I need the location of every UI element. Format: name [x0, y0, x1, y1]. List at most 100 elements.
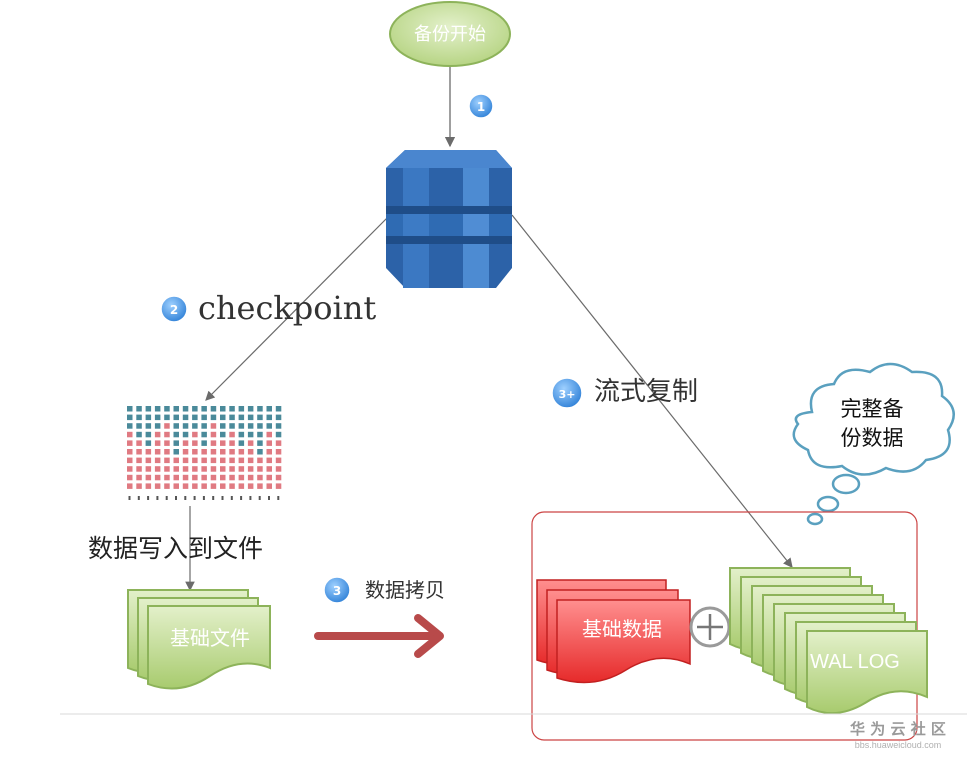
step3-copy-badge-number: 3 [333, 584, 341, 598]
data-grid-cell [145, 466, 152, 472]
data-grid-cell [247, 474, 254, 481]
data-grid-cell [145, 440, 152, 446]
data-grid-cell [136, 406, 142, 412]
stream-replication-label: 流式复制 [594, 377, 698, 407]
data-grid-cell [266, 483, 272, 489]
data-grid-cell [220, 406, 226, 412]
data-grid-cell [247, 406, 254, 412]
data-grid-cell [257, 431, 263, 438]
data-grid-cell [201, 414, 207, 421]
data-grid-cell [145, 423, 152, 429]
data-grid-cell [145, 449, 152, 455]
wal-log-label: WAL LOG [810, 651, 900, 673]
data-grid-cell [182, 457, 189, 464]
step3-stream-badge: 3+ [551, 377, 583, 409]
data-grid-cell [154, 457, 161, 464]
data-grid-cell [201, 431, 207, 438]
data-grid-cell [210, 466, 217, 472]
data-grid-cell [182, 449, 189, 455]
data-grid-graphic [127, 406, 282, 500]
data-grid-tick [249, 496, 252, 500]
data-grid-cell [220, 449, 226, 455]
step3-stream-badge-number: 3+ [559, 388, 576, 401]
data-grid-cell [266, 449, 272, 455]
data-grid-cell [192, 449, 198, 455]
data-grid-cell [182, 440, 189, 446]
wal-log-stack: WAL LOG [729, 567, 928, 714]
step1-badge: 1 [468, 93, 494, 119]
data-grid-cell [257, 440, 263, 446]
data-grid-cell [275, 449, 282, 455]
data-grid-cell [192, 457, 198, 464]
data-grid-tick [193, 496, 196, 500]
data-grid-cell [247, 423, 254, 429]
data-grid-cell [127, 414, 133, 421]
data-grid-cell [154, 440, 161, 446]
data-grid-tick [221, 496, 224, 500]
data-grid-cell [238, 431, 245, 438]
data-grid-cell [127, 423, 133, 429]
data-grid-cell [192, 406, 198, 412]
data-grid-cell [210, 449, 217, 455]
data-grid-tick [212, 496, 215, 500]
data-grid-cell [173, 423, 179, 429]
data-grid-cell [229, 474, 235, 481]
data-grid-cell [220, 414, 226, 421]
data-grid-tick [268, 496, 270, 500]
data-grid-cell [210, 414, 217, 421]
data-grid-cell [182, 483, 189, 489]
data-grid-cell [154, 474, 161, 481]
data-grid-cell [275, 440, 282, 446]
data-grid-cell [210, 474, 217, 481]
data-grid-cell [154, 406, 161, 412]
data-grid-cell [238, 483, 245, 489]
data-grid-cell [247, 466, 254, 472]
data-grid-cell [275, 423, 282, 429]
data-grid-cell [275, 466, 282, 472]
data-grid-cell [127, 474, 133, 481]
data-grid-cell [266, 431, 272, 438]
data-grid-cell [229, 414, 235, 421]
data-grid-cell [210, 406, 217, 412]
data-grid-cell [210, 431, 217, 438]
cloud-line1: 完整备 [841, 397, 904, 421]
database-icon [386, 150, 512, 288]
data-grid-cell [201, 440, 207, 446]
data-grid-cell [173, 457, 179, 464]
data-grid-cell [173, 449, 179, 455]
data-grid-cell [192, 474, 198, 481]
data-grid-cell [229, 431, 235, 438]
data-grid-cell [192, 414, 198, 421]
data-grid-cell [192, 466, 198, 472]
watermark-title: 华 为 云 社 区 [850, 720, 946, 738]
data-grid-cell [238, 414, 245, 421]
data-grid-cell [229, 440, 235, 446]
data-grid-cell [182, 466, 189, 472]
data-grid-cell [192, 431, 198, 438]
data-grid-cell [247, 457, 254, 464]
data-grid-cell [164, 431, 170, 438]
data-grid-cell [201, 457, 207, 464]
data-grid-cell [247, 414, 254, 421]
data-grid-cell [266, 423, 272, 429]
data-grid-cell [136, 449, 142, 455]
data-grid-cell [145, 431, 152, 438]
data-grid-tick [137, 496, 140, 500]
data-grid-cell [192, 423, 198, 429]
data-grid-cell [266, 440, 272, 446]
data-grid-cell [164, 474, 170, 481]
data-grid-cell [210, 440, 217, 446]
base-data-label: 基础数据 [582, 617, 662, 641]
copy-arrow [314, 614, 444, 658]
data-grid-cell [257, 449, 263, 455]
data-grid-cell [266, 457, 272, 464]
data-grid-cell [136, 414, 142, 421]
data-grid-cell [136, 457, 142, 464]
data-grid-cell [257, 406, 263, 412]
start-node: 备份开始 [389, 1, 511, 67]
data-grid-cell [220, 474, 226, 481]
data-grid-tick [165, 496, 168, 500]
data-grid-cell [238, 457, 245, 464]
data-grid-cell [229, 457, 235, 464]
